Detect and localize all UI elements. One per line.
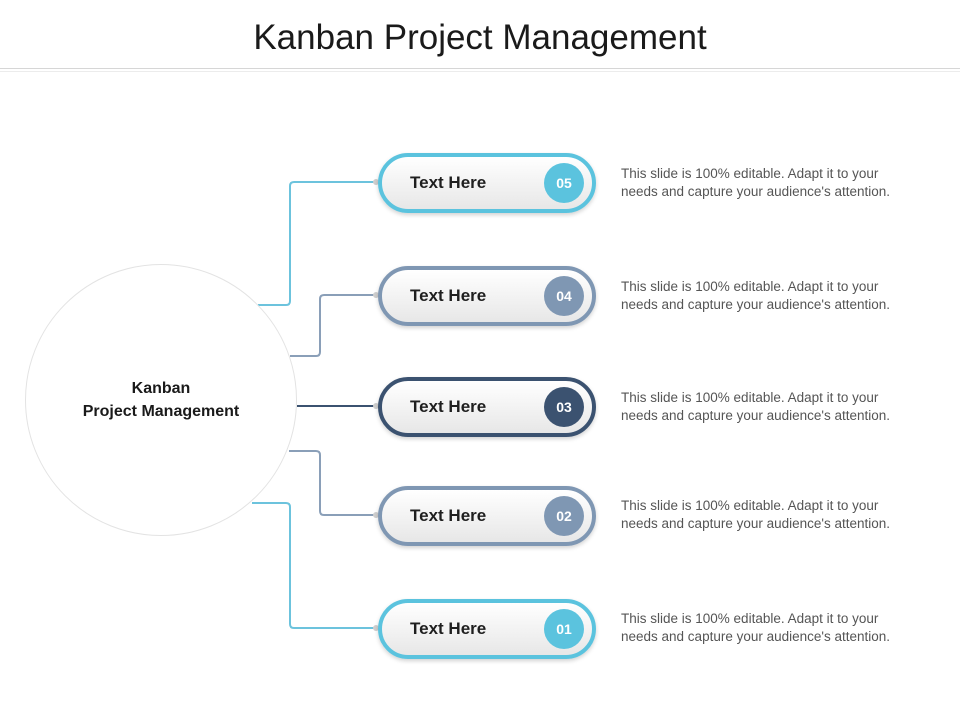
connector-02 (289, 450, 376, 516)
description-line: needs and capture your audience's attent… (621, 516, 891, 531)
description-line: This slide is 100% editable. Adapt it to… (621, 390, 879, 405)
description-line: This slide is 100% editable. Adapt it to… (621, 498, 879, 513)
connector-04-dot (373, 292, 379, 298)
description-line: This slide is 100% editable. Adapt it to… (621, 611, 879, 626)
description-line: needs and capture your audience's attent… (621, 408, 891, 423)
description-line: needs and capture your audience's attent… (621, 629, 891, 644)
number-badge: 02 (544, 496, 584, 536)
item-description-03: This slide is 100% editable. Adapt it to… (621, 389, 941, 425)
connector-01-dot (373, 625, 379, 631)
slide-title: Kanban Project Management (253, 18, 707, 57)
connector-03-dot (373, 403, 379, 409)
connector-05-dot (373, 179, 379, 185)
item-description-01: This slide is 100% editable. Adapt it to… (621, 610, 941, 646)
description-line: needs and capture your audience's attent… (621, 297, 891, 312)
connector-04 (290, 294, 376, 357)
connector-05 (258, 181, 376, 306)
item-pill-04: Text Here 04 (378, 266, 596, 326)
number-badge: 01 (544, 609, 584, 649)
item-label: Text Here (410, 397, 487, 416)
item-label: Text Here (410, 173, 487, 192)
item-label: Text Here (410, 506, 487, 525)
item-pill-02: Text Here 02 (378, 486, 596, 546)
connector-02-dot (373, 512, 379, 518)
number-badge: 03 (544, 387, 584, 427)
item-description-05: This slide is 100% editable. Adapt it to… (621, 165, 941, 201)
item-label: Text Here (410, 619, 487, 638)
description-line: This slide is 100% editable. Adapt it to… (621, 166, 879, 181)
item-pill-05: Text Here 05 (378, 153, 596, 213)
connector-01 (252, 502, 376, 629)
item-description-02: This slide is 100% editable. Adapt it to… (621, 497, 941, 533)
description-line: This slide is 100% editable. Adapt it to… (621, 279, 879, 294)
hub-title-line1: Kanban (131, 380, 191, 397)
item-pill-01: Text Here 01 (378, 599, 596, 659)
item-label: Text Here (410, 286, 487, 305)
hub-title-line2: Project Management (82, 403, 240, 420)
hub-circle: Kanban Project Management (25, 264, 297, 536)
item-pill-03: Text Here 03 (378, 377, 596, 437)
number-badge: 04 (544, 276, 584, 316)
title-divider (0, 68, 960, 69)
description-line: needs and capture your audience's attent… (621, 184, 891, 199)
number-badge: 05 (544, 163, 584, 203)
item-description-04: This slide is 100% editable. Adapt it to… (621, 278, 941, 314)
title-divider-secondary (0, 71, 960, 72)
